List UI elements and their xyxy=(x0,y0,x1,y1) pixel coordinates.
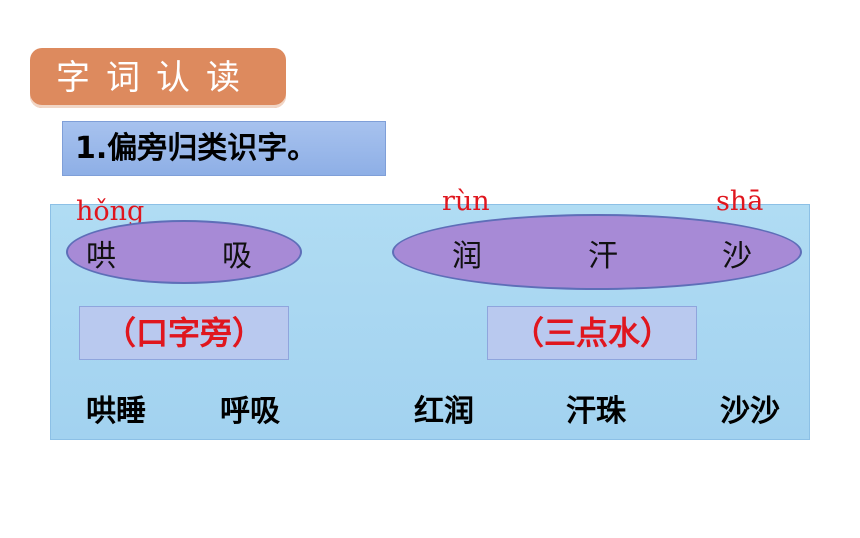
pinyin-run: rùn xyxy=(442,186,490,217)
word-hongrun: 红润 xyxy=(414,394,474,429)
char-group-oval-water xyxy=(392,214,802,290)
word-hanzhu: 汗珠 xyxy=(566,394,626,429)
radical-box-water: （三点水） xyxy=(487,306,697,360)
char-hong: 哄 xyxy=(86,239,116,274)
char-group-oval-mouth xyxy=(66,220,302,284)
char-sha: 沙 xyxy=(722,239,752,274)
radical-box-mouth: （口字旁） xyxy=(79,306,289,360)
char-xi: 吸 xyxy=(222,239,252,274)
word-shasha: 沙沙 xyxy=(720,394,780,429)
word-huxi: 呼吸 xyxy=(220,394,280,429)
char-han: 汗 xyxy=(588,239,618,274)
char-run: 润 xyxy=(452,239,482,274)
section-heading: 1.偏旁归类识字。 xyxy=(62,121,386,176)
pinyin-sha: shā xyxy=(716,186,764,217)
pinyin-hong: hǒng xyxy=(76,196,145,227)
word-hongshui: 哄睡 xyxy=(86,394,146,429)
page-title: 字词认读 xyxy=(30,48,286,108)
